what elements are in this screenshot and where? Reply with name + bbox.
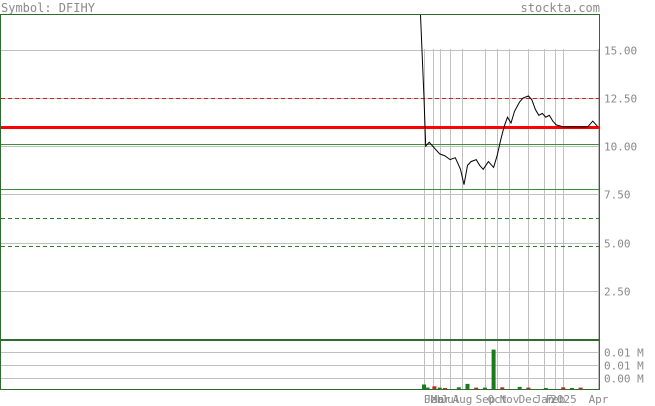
reference-lines	[1, 98, 599, 247]
symbol-label: Symbol: DFIHY	[1, 1, 96, 15]
volume-bar	[425, 387, 430, 389]
date-tick-label: 2025	[550, 393, 577, 406]
volume-bar	[437, 387, 442, 389]
volume-y-tick-label: 0.00 M	[604, 373, 644, 386]
volume-bar	[442, 388, 447, 389]
volume-bar	[491, 349, 496, 389]
volume-bar	[517, 386, 522, 389]
price-y-tick-label: 5.00	[604, 238, 631, 251]
price-panel-frame	[0, 14, 600, 340]
volume-bar	[482, 387, 487, 389]
date-tick-label: Dec	[519, 393, 539, 406]
price-y-tick-label: 15.00	[604, 45, 637, 58]
volume-bar	[526, 387, 531, 389]
price-y-tick-label: 7.50	[604, 189, 631, 202]
date-tick-label: Nov	[500, 393, 520, 406]
volume-date-gridlines	[424, 341, 599, 389]
site-name: stockta.com	[521, 1, 600, 15]
date-tick-label: Mar	[431, 393, 451, 406]
price-panel: 2.50 5.00 7.50 10.00 12.50 15.00	[0, 14, 637, 340]
price-line	[420, 14, 599, 185]
volume-y-tick-label: 0.01 M	[604, 360, 644, 373]
volume-y-tick-label: 0.01 M	[604, 347, 644, 360]
price-y-tick-label: 12.50	[604, 93, 637, 106]
date-tick-label: Feb	[546, 393, 566, 406]
price-date-gridlines	[424, 49, 599, 339]
price-y-tick-label: 10.00	[604, 141, 637, 154]
date-tick-label: Jul	[441, 393, 461, 406]
volume-bars	[422, 349, 583, 389]
volume-bar	[578, 387, 583, 389]
price-y-axis-labels: 2.50 5.00 7.50 10.00 12.50 15.00	[604, 45, 637, 299]
volume-bar	[474, 387, 479, 389]
volume-bar	[543, 388, 548, 389]
date-tick-label: Apr	[589, 393, 609, 406]
price-y-tick-label: 2.50	[604, 286, 631, 299]
date-tick-label: Jan	[535, 393, 555, 406]
volume-bar	[561, 387, 566, 389]
volume-bar	[500, 387, 505, 389]
volume-bar	[465, 383, 470, 389]
date-tick-label: Aug	[453, 393, 473, 406]
volume-bar	[432, 386, 437, 389]
date-tick-label: Sep	[476, 393, 496, 406]
volume-panel: 0.01 M0.01 M0.00 M	[0, 340, 644, 390]
date-tick-label: Oct	[488, 393, 508, 406]
date-tick-label: Feb	[424, 393, 444, 406]
volume-grid	[1, 352, 599, 379]
volume-bar	[569, 388, 574, 389]
volume-bar	[422, 384, 426, 389]
date-tick-label: Jan	[425, 393, 445, 406]
volume-bar	[456, 387, 461, 389]
volume-y-axis-labels: 0.01 M0.01 M0.00 M	[604, 347, 644, 386]
